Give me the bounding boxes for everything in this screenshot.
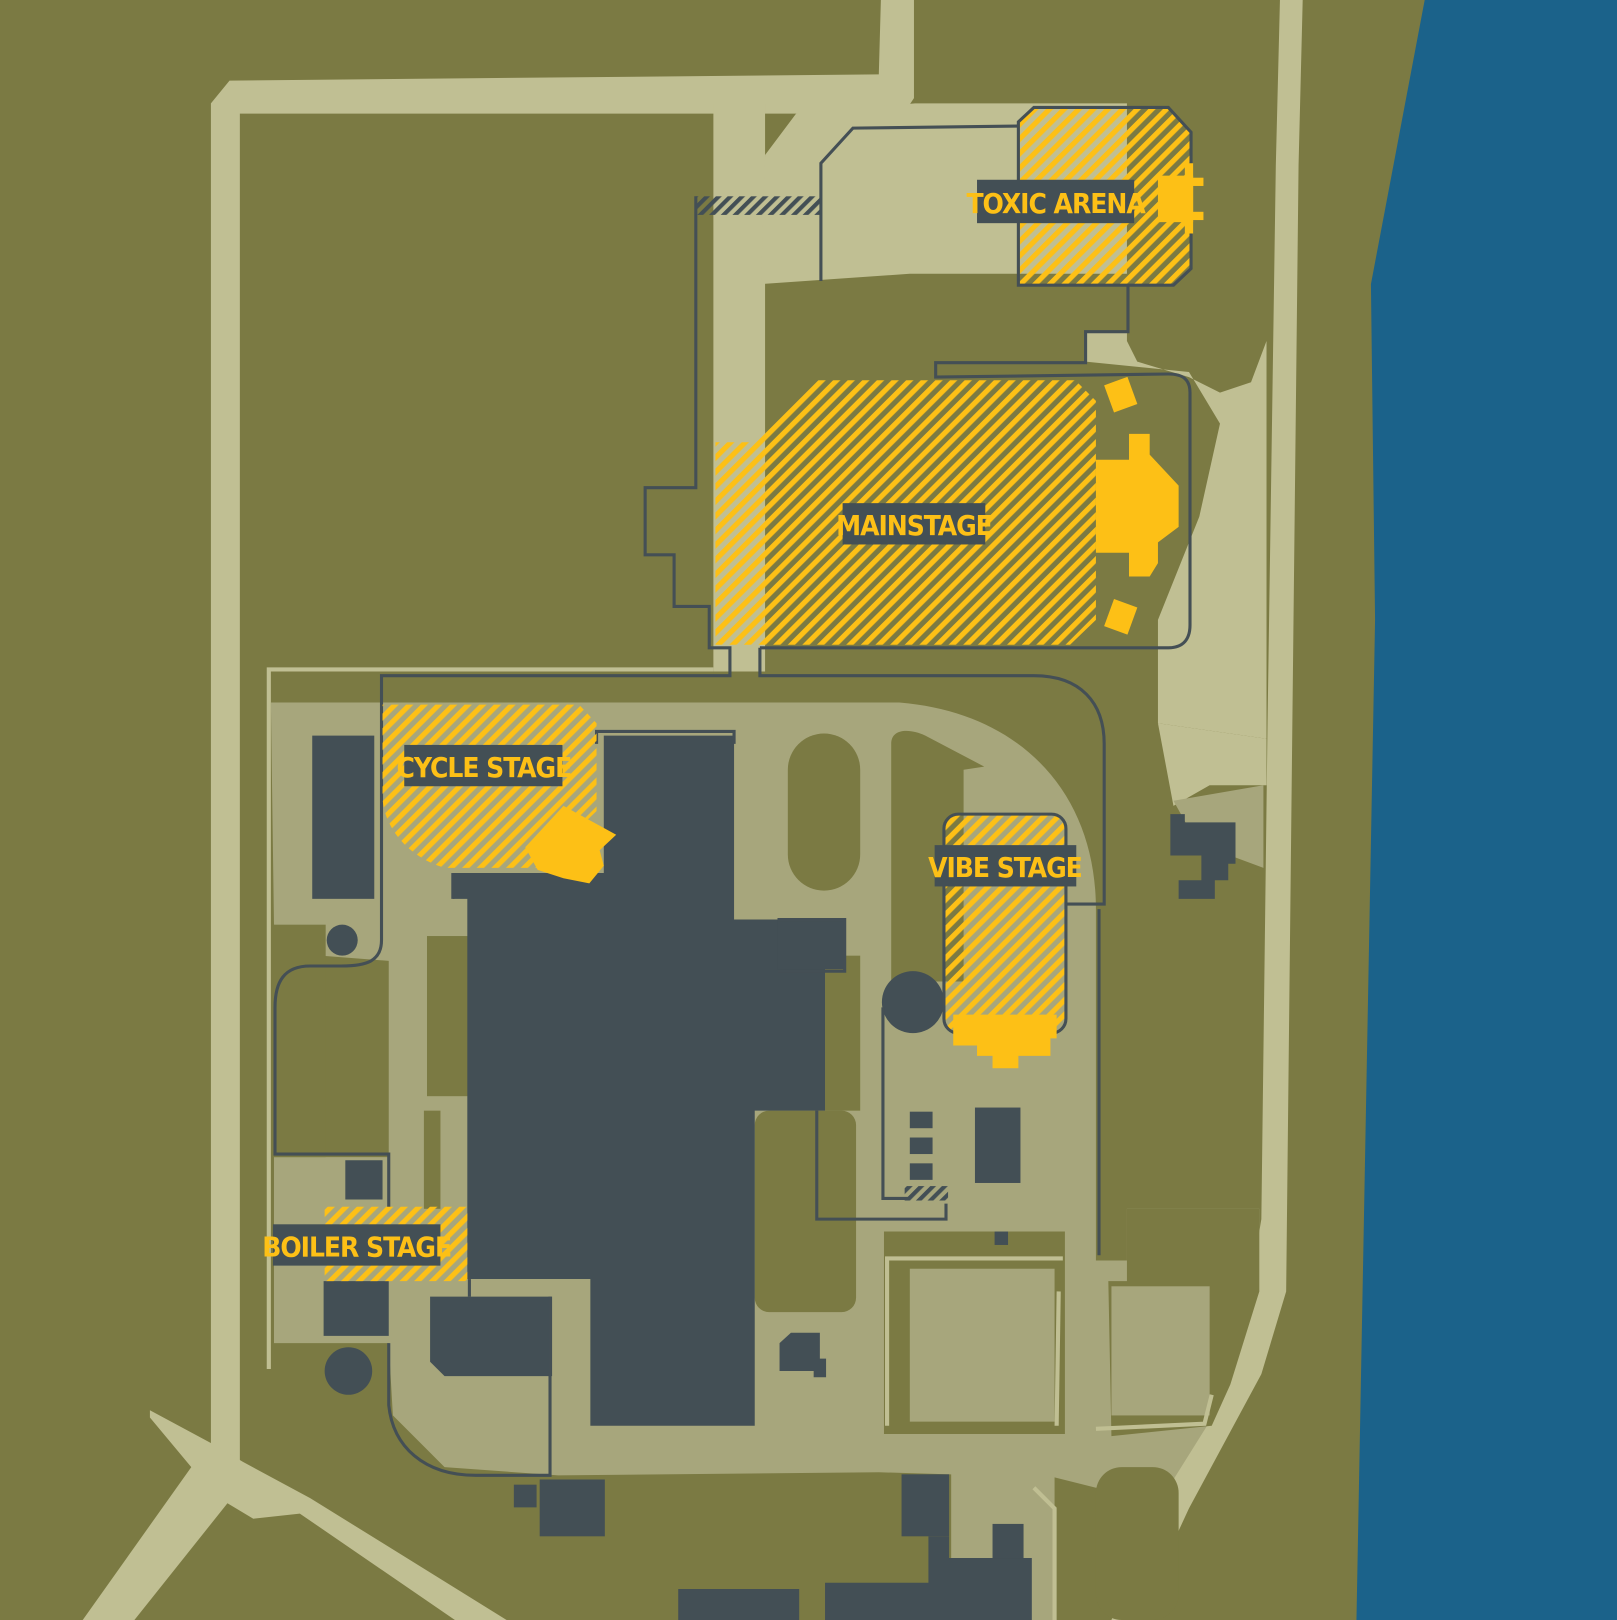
- gate-hatch: [904, 1186, 949, 1201]
- perimeter-lines: [266, 667, 1214, 1620]
- stage-label: MAINSTAGE: [836, 509, 992, 542]
- river: [1356, 0, 1617, 1620]
- stage-label: TOXIC ARENA: [966, 187, 1146, 220]
- label-bg: [934, 845, 1077, 887]
- label-bg: [842, 503, 986, 545]
- stage-cycle[interactable]: CYCLE STAGE: [382, 704, 617, 884]
- stage-vibe[interactable]: VIBE STAGE: [928, 812, 1083, 1069]
- stage-mainstage[interactable]: MAINSTAGE: [715, 376, 1179, 645]
- buildings: [312, 735, 1236, 1620]
- label-bg: [404, 744, 563, 787]
- gate-hatch: [695, 196, 821, 215]
- label-bg: [977, 179, 1135, 224]
- stage-label: VIBE STAGE: [928, 851, 1082, 884]
- stage-boiler[interactable]: BOILER STAGE: [262, 1206, 468, 1282]
- stage-label: CYCLE STAGE: [396, 751, 571, 784]
- site-boundaries: [273, 124, 1192, 1477]
- stage-toxic-arena[interactable]: TOXIC ARENA: [966, 105, 1204, 287]
- label-bg: [272, 1224, 441, 1266]
- stage-label: BOILER STAGE: [262, 1230, 451, 1263]
